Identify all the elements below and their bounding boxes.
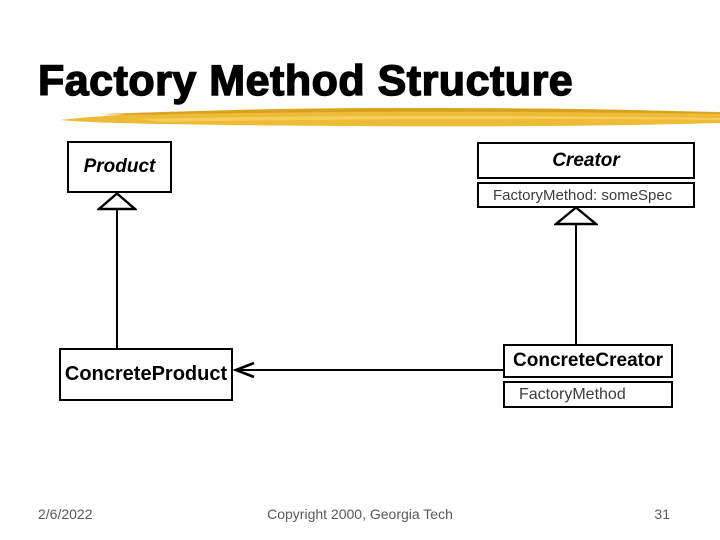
class-box-product: Product (67, 141, 172, 193)
class-name-concrete-product: ConcreteProduct (64, 363, 228, 385)
footer-date: 2/6/2022 (38, 506, 93, 522)
inheritance-line-creator (575, 224, 577, 344)
class-method-concrete-creator: FactoryMethod (519, 385, 626, 403)
association-line (238, 369, 503, 371)
slide-title: Factory Method Structure (37, 56, 574, 105)
inheritance-triangle-icon (554, 206, 598, 226)
footer-page-number: 31 (654, 506, 670, 522)
gold-brush-underline-icon (60, 108, 720, 127)
class-name-concrete-creator: ConcreteCreator (513, 350, 663, 371)
footer-copyright: Copyright 2000, Georgia Tech (267, 506, 453, 522)
inheritance-line-product (116, 208, 118, 348)
class-method-box-creator: FactoryMethod: someSpec (477, 182, 695, 208)
class-box-concrete-creator: ConcreteCreator (503, 344, 673, 378)
class-box-creator: Creator (477, 142, 695, 179)
arrowhead-icon (233, 361, 255, 379)
class-method-creator: FactoryMethod: someSpec (493, 186, 673, 204)
class-box-concrete-product: ConcreteProduct (59, 348, 233, 401)
class-name-product: Product (83, 156, 156, 177)
class-method-box-concrete-creator: FactoryMethod (503, 381, 673, 408)
class-name-creator: Creator (552, 149, 620, 171)
